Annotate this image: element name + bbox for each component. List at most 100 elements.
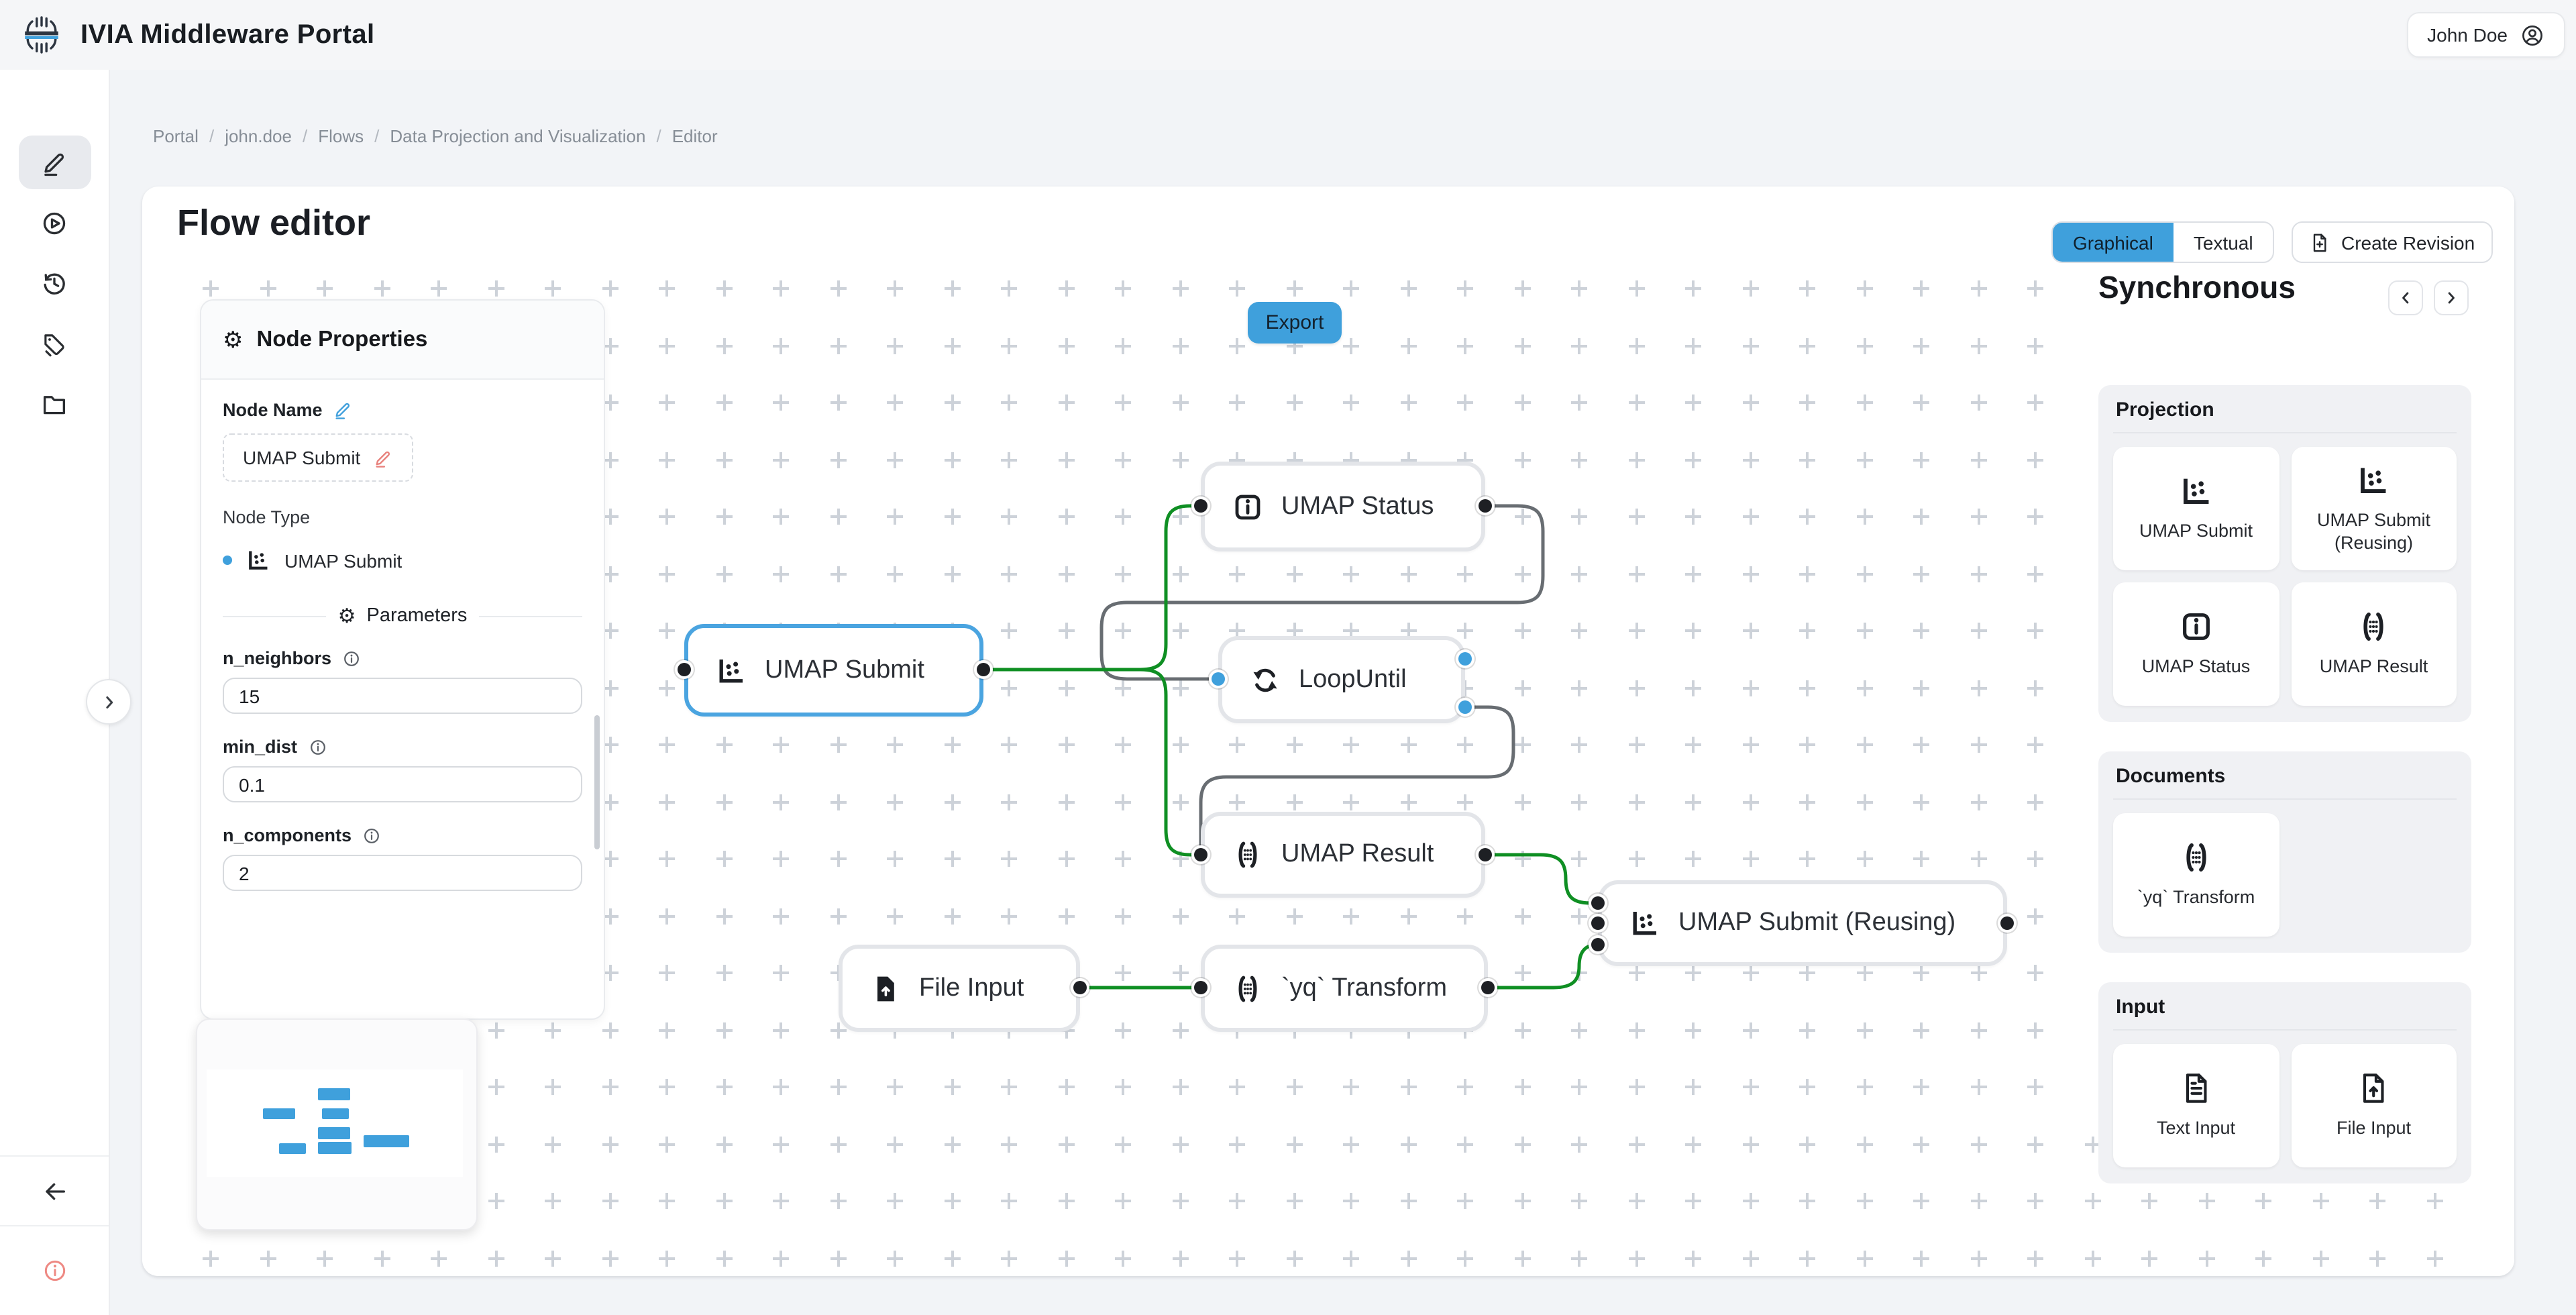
folder-icon — [40, 390, 68, 418]
node-label: File Input — [919, 974, 1024, 1003]
palette-card[interactable]: UMAP Submit (Reusing) — [2291, 447, 2457, 570]
view-mode-graphical[interactable]: Graphical — [2053, 223, 2174, 262]
node-properties-header: ⚙ Node Properties — [201, 301, 604, 380]
user-menu-button[interactable]: John Doe — [2407, 12, 2565, 58]
palette-card[interactable]: Text Input — [2113, 1044, 2279, 1167]
sidebar-collapse-button[interactable] — [0, 1157, 109, 1225]
breadcrumb-item[interactable]: Editor — [672, 126, 718, 146]
node-port[interactable] — [1194, 848, 1208, 861]
node-port[interactable] — [1591, 938, 1605, 951]
scatter-chart-icon — [246, 547, 271, 573]
node-port[interactable] — [2000, 916, 2014, 930]
node-port[interactable] — [1194, 981, 1208, 994]
section-divider — [2113, 432, 2457, 433]
chevron-right-icon — [99, 692, 119, 712]
palette-card[interactable]: UMAP Result — [2291, 582, 2457, 706]
node-port[interactable] — [1458, 700, 1472, 714]
node-port[interactable] — [1591, 916, 1605, 930]
create-revision-button[interactable]: Create Revision — [2292, 221, 2492, 263]
view-mode-textual[interactable]: Textual — [2174, 223, 2273, 262]
section-divider — [2113, 1029, 2457, 1031]
node-port[interactable] — [1194, 499, 1208, 513]
parameters-title: Parameters — [367, 605, 468, 627]
node-label: UMAP Result — [1281, 840, 1434, 870]
info-icon[interactable] — [342, 649, 361, 668]
node-port[interactable] — [1073, 981, 1087, 994]
node-file-input[interactable]: File Input — [839, 945, 1080, 1032]
node-port[interactable] — [1458, 652, 1472, 666]
palette-card[interactable]: `yq` Transform — [2113, 813, 2279, 937]
sidebar-item-history-clock[interactable] — [18, 256, 91, 310]
breadcrumb-item[interactable]: john.doe — [225, 126, 292, 146]
sidebar-item-pencil[interactable] — [18, 136, 91, 189]
node-port[interactable] — [1212, 672, 1225, 686]
sidebar-item-folder[interactable] — [18, 377, 91, 431]
node-umap-result[interactable]: UMAP Result — [1201, 812, 1485, 898]
palette-card[interactable]: UMAP Status — [2113, 582, 2279, 706]
node-port[interactable] — [1481, 981, 1495, 994]
palette-prev-button[interactable] — [2388, 280, 2423, 315]
palette-title: Synchronous — [2098, 270, 2296, 306]
minimap[interactable] — [196, 1018, 478, 1230]
scatter-icon — [2179, 474, 2214, 509]
info-icon[interactable] — [308, 737, 327, 756]
node-umap-status[interactable]: UMAP Status — [1201, 462, 1485, 551]
panel-scrollbar[interactable] — [594, 715, 600, 849]
loop-icon — [1249, 664, 1281, 696]
node-type-label: Node Type — [223, 507, 582, 527]
brackets-dots-icon — [1232, 839, 1264, 871]
panel-expand-button[interactable] — [86, 679, 131, 725]
play-circle-icon — [40, 209, 68, 237]
minimap-node — [279, 1143, 306, 1154]
param-input-n-neighbors[interactable] — [223, 678, 582, 714]
edit-pencil-icon[interactable] — [372, 448, 392, 468]
param-input-n-components[interactable] — [223, 855, 582, 891]
palette-card-grid: UMAP SubmitUMAP Submit (Reusing) UMAP Sta… — [2113, 447, 2457, 706]
node-umap-submit-reusing[interactable]: UMAP Submit (Reusing) — [1598, 880, 2007, 966]
history-clock-icon — [40, 269, 68, 297]
palette-card-label: Text Input — [2157, 1118, 2235, 1141]
breadcrumb-item[interactable]: Data Projection and Visualization — [390, 126, 645, 146]
file-up-icon — [2357, 1071, 2392, 1106]
param-field-n-neighbors: n_neighbors — [223, 648, 582, 714]
node-name-label: Node Name — [223, 400, 323, 420]
user-name: John Doe — [2427, 24, 2508, 46]
pencil-icon — [40, 148, 68, 176]
palette-card-grid: Text Input File Input — [2113, 1044, 2457, 1167]
node-umap-submit[interactable]: UMAP Submit — [684, 624, 983, 717]
node-loop-until[interactable]: LoopUntil — [1218, 636, 1465, 723]
app-title: IVIA Middleware Portal — [80, 19, 375, 50]
node-properties-body: Node Name UMAP Submit Node Type UMAP Sub… — [201, 380, 604, 934]
param-name: n_components — [223, 825, 352, 845]
node-port[interactable] — [678, 663, 691, 676]
node-type-row: UMAP Submit — [223, 547, 582, 573]
palette-card-grid: `yq` Transform — [2113, 813, 2457, 937]
node-port[interactable] — [1479, 499, 1492, 513]
palette-section-documents: Documents`yq` Transform — [2098, 751, 2471, 953]
palette-card[interactable]: File Input — [2291, 1044, 2457, 1167]
node-label: UMAP Submit — [765, 655, 924, 685]
palette-card-label: UMAP Status — [2142, 656, 2251, 679]
node-port[interactable] — [1479, 848, 1492, 861]
breadcrumb-item[interactable]: Flows — [318, 126, 364, 146]
file-plus-icon — [2309, 231, 2330, 253]
node-port[interactable] — [1591, 896, 1605, 910]
palette-card[interactable]: UMAP Submit — [2113, 447, 2279, 570]
minimap-node — [318, 1088, 350, 1100]
palette-section-input: InputText InputFile Input — [2098, 982, 2471, 1184]
sidebar-item-tags[interactable] — [18, 317, 91, 370]
palette-next-button[interactable] — [2434, 280, 2469, 315]
breadcrumb-item[interactable]: Portal — [153, 126, 199, 146]
node-port[interactable] — [977, 663, 990, 676]
sidebar-item-play-circle[interactable] — [18, 196, 91, 250]
edit-pencil-icon[interactable] — [333, 400, 354, 420]
palette-section-projection: ProjectionUMAP SubmitUMAP Submit (Reusin… — [2098, 385, 2471, 722]
param-input-min-dist[interactable] — [223, 766, 582, 802]
info-icon[interactable] — [362, 826, 381, 845]
minimap-node — [364, 1135, 409, 1147]
sidebar-status[interactable] — [0, 1226, 109, 1315]
node-yq-transform[interactable]: `yq` Transform — [1201, 945, 1488, 1032]
export-button[interactable]: Export — [1248, 302, 1342, 344]
node-name-box[interactable]: UMAP Submit — [223, 433, 413, 482]
palette-card-label: `yq` Transform — [2137, 887, 2255, 910]
